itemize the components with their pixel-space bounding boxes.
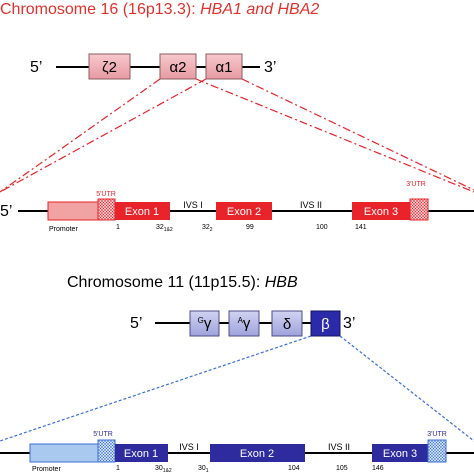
gene-label-ggamma-main: γ [204, 315, 212, 332]
alpha-zoom-dash-left-b [0, 78, 207, 193]
gene-box-alpha2 [159, 53, 197, 80]
alpha-utr5-box [97, 198, 116, 221]
beta-title-prefix: Chromosome 11 (11p15.5): [67, 274, 265, 291]
beta-intron2-label: IVS II [328, 442, 350, 452]
alpha-utr3-label: 3'UTR [406, 181, 426, 188]
alpha-exon2-label: Exon 2 [227, 206, 261, 218]
alpha-exon3 [352, 202, 410, 220]
beta-zoom-dash-left [0, 335, 312, 442]
alpha-utr3-box [409, 198, 429, 221]
alpha-exon1-label: Exon 1 [125, 206, 159, 218]
beta-pos-146: 146 [372, 465, 384, 472]
beta-intron1-label: IVS I [179, 442, 199, 452]
beta-pos-105: 105 [336, 465, 348, 472]
beta-cluster-5prime: 5’ [130, 315, 142, 332]
beta-zoom-dash-right [339, 335, 474, 442]
beta-utr5-label: 5'UTR [93, 431, 113, 438]
beta-exon1 [115, 444, 168, 462]
beta-pos-1: 1 [116, 465, 120, 472]
gene-label-alpha2: α2 [169, 59, 186, 76]
alpha-pos-32-2-sub: 2 [210, 227, 213, 233]
alpha-pos-1: 1 [116, 224, 120, 231]
beta-title: Chromosome 11 (11p15.5): HBB [67, 274, 298, 291]
beta-title-gene: HBB [265, 274, 298, 291]
alpha-utr5-label: 5'UTR [96, 191, 116, 198]
gene-box-zeta2 [88, 53, 131, 80]
alpha-title: Chromosome 16 (16p13.3): HBA1 and HBA2 [0, 1, 319, 18]
gene-label-delta: δ [283, 316, 291, 333]
alpha-pos-100: 100 [316, 224, 328, 231]
alpha-cluster-5prime: 5’ [30, 59, 42, 76]
alpha-title-prefix: Chromosome 16 (16p13.3): [0, 1, 200, 18]
alpha-structure-5prime: 5’ [0, 203, 12, 220]
beta-promoter-label: Promoter [32, 466, 61, 473]
alpha-intron2-label: IVS II [300, 200, 322, 210]
alpha-pos-32-12: 321&2 [156, 224, 173, 233]
beta-exon1-label: Exon 1 [124, 448, 158, 460]
beta-exon2 [210, 444, 305, 462]
beta-pos-30-12-main: 30 [155, 465, 163, 472]
alpha-pos-141: 141 [355, 224, 367, 231]
beta-pos-30-12: 301&2 [155, 465, 172, 474]
gene-box-ggamma [189, 310, 220, 337]
alpha-pos-32-12-sub: 1&2 [164, 227, 173, 233]
alpha-exon1 [115, 202, 170, 220]
beta-pos-30-1: 301 [198, 465, 209, 474]
alpha-zoom-dash-right-b [241, 78, 474, 191]
gene-label-zeta2: ζ2 [102, 59, 117, 76]
gene-label-ggamma: Gγ [198, 315, 212, 332]
beta-utr3-box [427, 439, 447, 463]
alpha-exon2 [216, 202, 272, 220]
alpha-exon3-label: Exon 3 [364, 206, 398, 218]
beta-pos-30-1-sub: 1 [206, 468, 209, 474]
gene-label-agamma: Aγ [238, 315, 251, 332]
alpha-promoter-label: Promoter [49, 226, 78, 233]
gene-box-alpha1 [205, 53, 243, 80]
alpha-intron1-label: IVS I [183, 200, 203, 210]
alpha-zoom-dash-left-a [0, 78, 161, 193]
gene-label-beta: β [321, 316, 330, 333]
alpha-cluster-3prime: 3’ [264, 59, 276, 76]
alpha-pos-32-2: 322 [202, 224, 213, 233]
gene-box-beta [310, 310, 341, 337]
beta-exon3-label: Exon 3 [383, 448, 417, 460]
gene-box-agamma [228, 310, 260, 337]
beta-utr5-box [97, 439, 116, 463]
beta-exon3 [372, 444, 428, 462]
beta-utr3-label: 3'UTR [427, 431, 447, 438]
gene-label-agamma-main: γ [243, 315, 251, 332]
gene-box-delta [271, 310, 303, 337]
beta-pos-30-1-main: 30 [198, 465, 206, 472]
gene-label-alpha1: α1 [215, 59, 232, 76]
beta-cluster-3prime: 3’ [343, 315, 355, 332]
beta-exon2-label: Exon 2 [240, 448, 274, 460]
gene-label-ggamma-sup: G [198, 316, 204, 325]
beta-promoter [29, 443, 99, 463]
beta-pos-104: 104 [288, 465, 300, 472]
alpha-zoom-dash-right-a [195, 78, 474, 193]
alpha-pos-32-2-main: 32 [202, 224, 210, 231]
beta-pos-30-12-sub: 1&2 [163, 468, 172, 474]
alpha-pos-32-12-main: 32 [156, 224, 164, 231]
alpha-promoter [47, 201, 99, 221]
alpha-pos-99: 99 [246, 224, 254, 231]
gene-label-agamma-sup: A [238, 316, 244, 325]
alpha-title-genes: HBA1 and HBA2 [200, 1, 319, 18]
